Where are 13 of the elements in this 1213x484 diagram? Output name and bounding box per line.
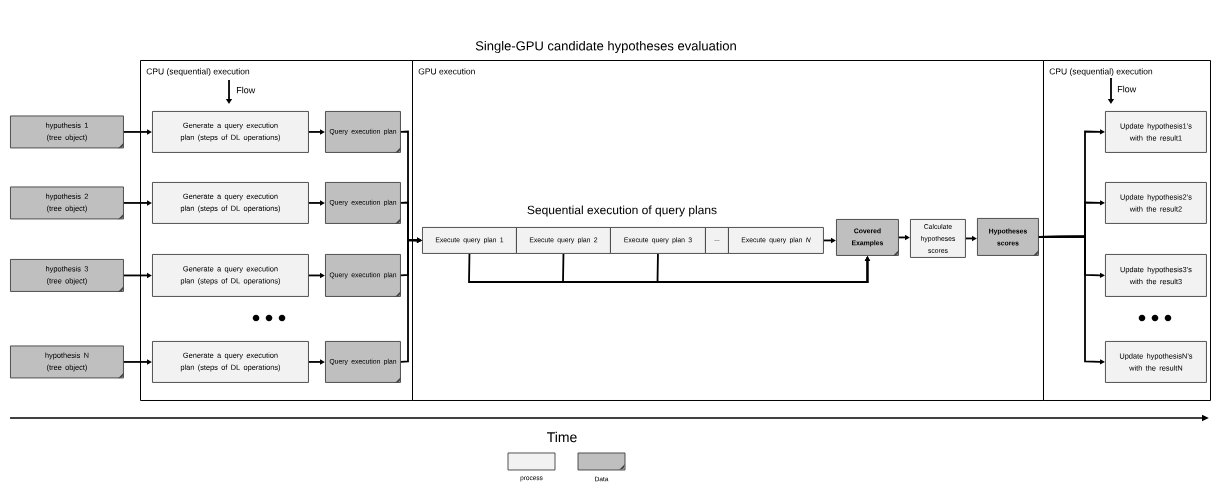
arrow <box>308 359 325 365</box>
title: Single-GPU candidate hypotheses evaluation <box>475 40 736 54</box>
arrow <box>123 359 152 365</box>
arrow <box>308 129 325 135</box>
arrow <box>123 200 152 206</box>
arrow <box>1038 235 1105 365</box>
text-label: Flow <box>1117 85 1137 93</box>
arrow <box>400 237 422 363</box>
text-label: Sequential execution of query plans <box>527 205 717 217</box>
arrow <box>308 200 325 206</box>
text-label: Flow <box>236 86 256 94</box>
arrow <box>123 129 152 135</box>
text-label: Time <box>547 431 577 443</box>
